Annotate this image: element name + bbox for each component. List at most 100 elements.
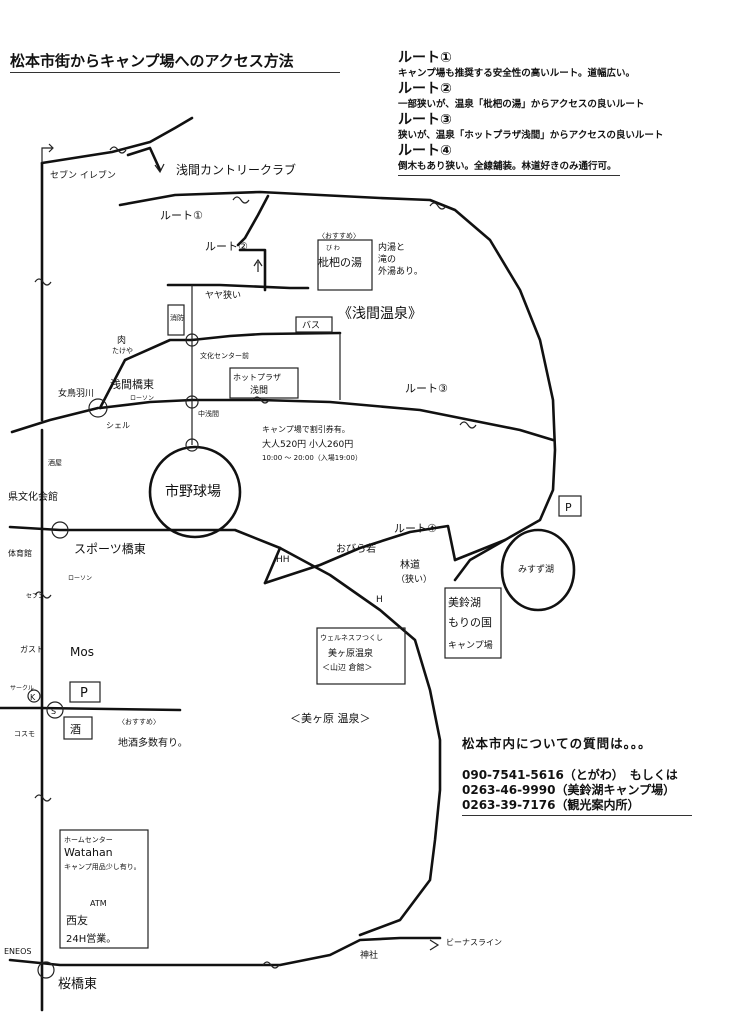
label-mos: Mos xyxy=(70,645,94,659)
misuzu-lake xyxy=(500,528,576,612)
label-camp-1: 美鈴湖 xyxy=(448,595,481,609)
label-lawson: ローソン xyxy=(68,575,92,582)
label-shell: シェル xyxy=(106,421,130,430)
arrow-icon xyxy=(154,163,165,174)
label-hot-plaza-1: ホットプラザ xyxy=(233,373,281,382)
label-watahan: Watahan xyxy=(64,846,113,859)
label-jinja: 神社 xyxy=(360,949,378,961)
label-camp-3: キャンプ場 xyxy=(448,639,493,651)
label-yaya-semai: ヤヤ狭い xyxy=(205,289,241,301)
label-uchiyu: 内湯と xyxy=(378,241,405,253)
road-mid-west xyxy=(0,706,182,712)
route-4-label: ルート④ xyxy=(398,143,452,159)
label-gusto: ガスト xyxy=(20,644,44,654)
label-metoba: 女鳥羽川 xyxy=(58,387,94,399)
route-3-label: ルート③ xyxy=(398,112,452,128)
road-route1 xyxy=(118,190,557,582)
route-4-desc: 倒木もあり狭い。全線舗装。林道好きのみ通行可。 xyxy=(398,160,620,176)
shobo-box xyxy=(167,304,185,336)
route-2-label: ルート② xyxy=(398,81,452,97)
label-camp-2: もりの国 xyxy=(448,616,492,629)
label-asama-onsen: 《浅間温泉》 xyxy=(338,305,422,322)
label-hours: 10:00 〜 20:00（入場19:00） xyxy=(262,453,362,462)
label-lawson-near: ローソン xyxy=(130,395,154,402)
label-kenbunka: 県文化会館 xyxy=(8,490,58,503)
label-taki: 滝の xyxy=(378,254,396,265)
label-osusume: 〈おすすめ〉 xyxy=(318,232,360,240)
bunka-signal-icon xyxy=(185,333,199,347)
label-route1: ルート① xyxy=(160,209,203,222)
label-hh: HH xyxy=(276,555,290,565)
arrow-north-icon xyxy=(41,143,54,163)
sports-signal-icon xyxy=(51,521,69,539)
label-venus: ビーナスライン xyxy=(446,938,502,947)
label-camp-parking: P xyxy=(565,501,572,514)
label-takeya: たけや xyxy=(112,347,133,355)
label-cosmo: コスモ xyxy=(14,730,35,738)
label-sake-box: 酒 xyxy=(70,723,81,736)
parking-box xyxy=(69,681,101,703)
label-seven: セブン xyxy=(26,592,44,600)
label-utsukushi: 美ヶ原温泉 xyxy=(328,647,373,659)
route-legend: ルート① キャンプ場も推奨する安全性の高いルート。道幅広い。 ルート② 一部狭い… xyxy=(398,50,738,177)
road-shell xyxy=(10,406,100,434)
label-shobo: 消防 xyxy=(170,313,184,322)
contact-block: 松本市内についての質問は。。。 090-7541-5616（とがわ） もしくは … xyxy=(462,733,692,816)
label-seven-eleven: セブン イレブン xyxy=(50,169,116,181)
label-p-mark: P xyxy=(80,686,88,701)
label-sake-note: 〈おすすめ〉 xyxy=(118,718,160,726)
stadium-outline xyxy=(148,445,242,539)
contact-line-2: 0263-46-9990（美鈴湖キャンプ場） xyxy=(462,783,676,797)
page-title: 松本市街からキャンプ場へのアクセス方法 xyxy=(10,52,294,70)
label-local-sake: 地酒多数有り。 xyxy=(118,736,188,749)
hot-plaza-box xyxy=(229,367,299,399)
label-seiyu: 西友 xyxy=(66,913,88,927)
road-country-club xyxy=(126,146,162,172)
label-country-club: 浅間カントリークラブ xyxy=(176,162,296,177)
label-h-mark: H xyxy=(376,595,383,605)
road-bottom xyxy=(8,936,442,967)
label-taiikukan: 体育館 xyxy=(8,548,32,558)
label-atm: ATM xyxy=(90,899,107,908)
label-semai: （狭い） xyxy=(396,573,432,585)
label-asama-bashi: 浅間橋東 xyxy=(110,377,154,391)
route-1-label: ルート① xyxy=(398,50,452,66)
shell-station-icon xyxy=(88,398,108,418)
label-route4: ルート④ xyxy=(394,522,437,535)
route-3-desc: 狭いが、温泉「ホットプラザ浅間」からアクセスの良いルート xyxy=(398,130,664,141)
road-route3 xyxy=(98,398,555,442)
bus-box xyxy=(295,316,333,333)
camp-box xyxy=(444,587,502,659)
label-route3: ルート③ xyxy=(405,382,448,395)
route-2-desc: 一部狭いが、温泉「枇杷の湯」からアクセスの良いルート xyxy=(398,99,645,110)
label-eneos: ENEOS xyxy=(4,947,31,956)
label-camp-goods: キャンプ用品少し有り。 xyxy=(64,862,141,871)
label-chuasama: 中浅間 xyxy=(198,409,219,418)
label-circle-k: サークル xyxy=(10,685,34,692)
label-k-mark: K xyxy=(30,693,36,702)
title-underline xyxy=(10,72,340,73)
label-biwa-yu: 枇杷の湯 xyxy=(318,255,362,269)
contact-line-3: 0263-39-7176（観光案内所） xyxy=(462,798,692,816)
label-discount: キャンプ場で割引券有。 xyxy=(262,424,350,434)
road-misuzu xyxy=(453,538,507,562)
contact-line-1: 090-7541-5616（とがわ） もしくは xyxy=(462,768,678,782)
biwa-yu-box xyxy=(317,239,373,291)
label-rindo: 林道 xyxy=(400,558,420,571)
label-s-mark: S xyxy=(51,707,56,716)
sake-box xyxy=(63,716,93,740)
wellness-box xyxy=(316,627,406,685)
watahan-box xyxy=(59,829,149,949)
label-sakura-bashi: 桜橋東 xyxy=(58,976,97,992)
label-misuzuko: みすず湖 xyxy=(518,564,554,575)
road-north xyxy=(40,116,194,165)
cosmo-signal-icon xyxy=(46,701,64,719)
contact-question: 松本市内についての質問は。。。 xyxy=(462,736,652,751)
road-yaya xyxy=(166,283,310,290)
route-1-desc: キャンプ場も推奨する安全性の高いルート。道幅広い。 xyxy=(398,68,636,79)
label-obirami: おびら若 xyxy=(336,542,376,555)
label-stadium: 市野球場 xyxy=(165,483,221,500)
road-route4 xyxy=(263,524,457,585)
label-bunka-center: 文化センター前 xyxy=(200,351,249,360)
